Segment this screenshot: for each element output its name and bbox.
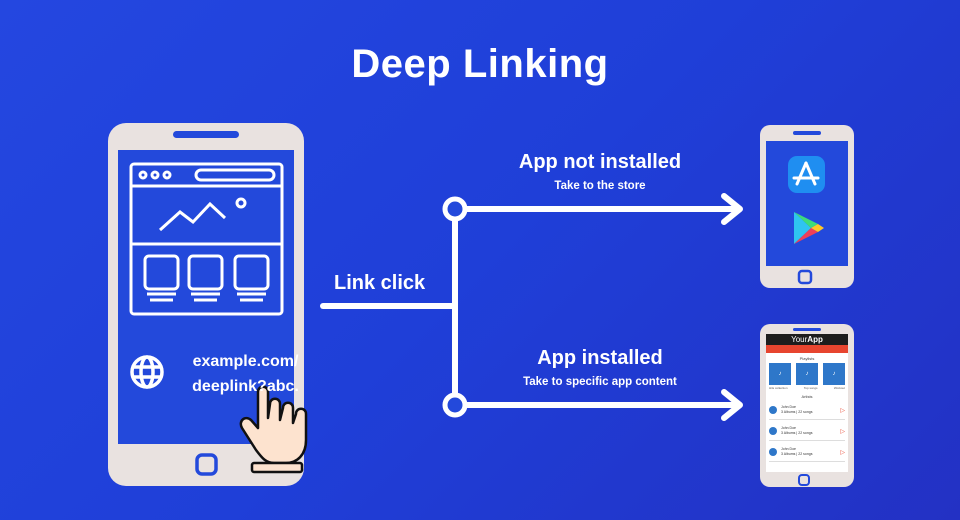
playlist-tile[interactable]: ♪ — [823, 363, 845, 385]
deep-link-url[interactable]: example.com/ deeplink?abc. — [178, 349, 313, 399]
url-line-2: deeplink?abc. — [192, 378, 299, 395]
app-brand-prefix: Your — [791, 335, 808, 344]
artist-name: John Doe — [781, 447, 796, 451]
branch-bottom-subtitle: Take to specific app content — [523, 376, 677, 388]
diagram-title: Deep Linking — [351, 42, 609, 86]
list-item[interactable]: John Doe 3 Albums | 22 songs ▷ — [769, 401, 845, 420]
avatar — [769, 406, 777, 414]
list-item[interactable]: John Doe 3 Albums | 22 songs ▷ — [769, 422, 845, 441]
app-store-icon — [788, 156, 825, 193]
music-note-icon: ♪ — [778, 371, 782, 377]
playlist-tile[interactable]: ♪ — [796, 363, 818, 385]
music-note-icon: ♪ — [832, 371, 836, 377]
globe-icon — [130, 355, 164, 389]
app-brand-suffix: App — [807, 335, 823, 344]
artist-meta: 3 Albums | 22 songs — [781, 452, 813, 456]
avatar — [769, 427, 777, 435]
arrow-head-top — [721, 193, 743, 225]
artist-text: John Doe 3 Albums | 22 songs — [781, 447, 840, 457]
branch-node-top — [442, 196, 468, 222]
artist-text: John Doe 3 Albums | 22 songs — [781, 405, 840, 415]
branch-top-title: App not installed — [518, 151, 682, 173]
music-note-icon: ♪ — [805, 371, 809, 377]
artist-meta: 3 Albums | 22 songs — [781, 431, 813, 435]
play-icon[interactable]: ▷ — [840, 428, 845, 435]
flow-connectors — [320, 206, 741, 408]
app-content-screen: YourApp Playlists ♪ ♪ ♪ Hits collection … — [766, 334, 848, 472]
play-icon[interactable]: ▷ — [840, 407, 845, 414]
playlist-label: Workout — [833, 386, 845, 390]
google-play-icon — [794, 212, 824, 244]
playlists-heading: Playlists — [799, 356, 815, 361]
link-click-label: Link click — [334, 272, 426, 294]
store-phone — [760, 125, 854, 288]
playlist-tile[interactable]: ♪ — [769, 363, 791, 385]
branch-node-bottom — [442, 392, 468, 418]
hand-pointer-icon — [239, 385, 308, 474]
playlist-label: Hits collection — [769, 386, 788, 390]
app-header: YourApp — [766, 334, 848, 345]
arrow-head-bottom — [721, 389, 743, 421]
artist-meta: 3 Albums | 22 songs — [781, 410, 813, 414]
artist-name: John Doe — [781, 426, 796, 430]
branch-bottom-title: App installed — [537, 347, 663, 369]
playlist-label: Top songs — [803, 386, 818, 390]
artist-text: John Doe 3 Albums | 22 songs — [781, 426, 840, 436]
artists-heading: Artists — [801, 394, 813, 399]
browser-wireframe — [129, 162, 284, 316]
play-icon[interactable]: ▷ — [840, 449, 845, 456]
playlist-tiles: ♪ ♪ ♪ — [766, 361, 848, 385]
url-line-1: example.com/ — [192, 353, 299, 370]
branch-top-subtitle: Take to the store — [554, 180, 646, 192]
list-item[interactable]: John Doe 3 Albums | 22 songs ▷ — [769, 443, 845, 462]
avatar — [769, 448, 777, 456]
artist-name: John Doe — [781, 405, 796, 409]
app-search-bar[interactable] — [766, 345, 848, 353]
playlist-tile-labels: Hits collection Top songs Workout — [766, 385, 848, 391]
